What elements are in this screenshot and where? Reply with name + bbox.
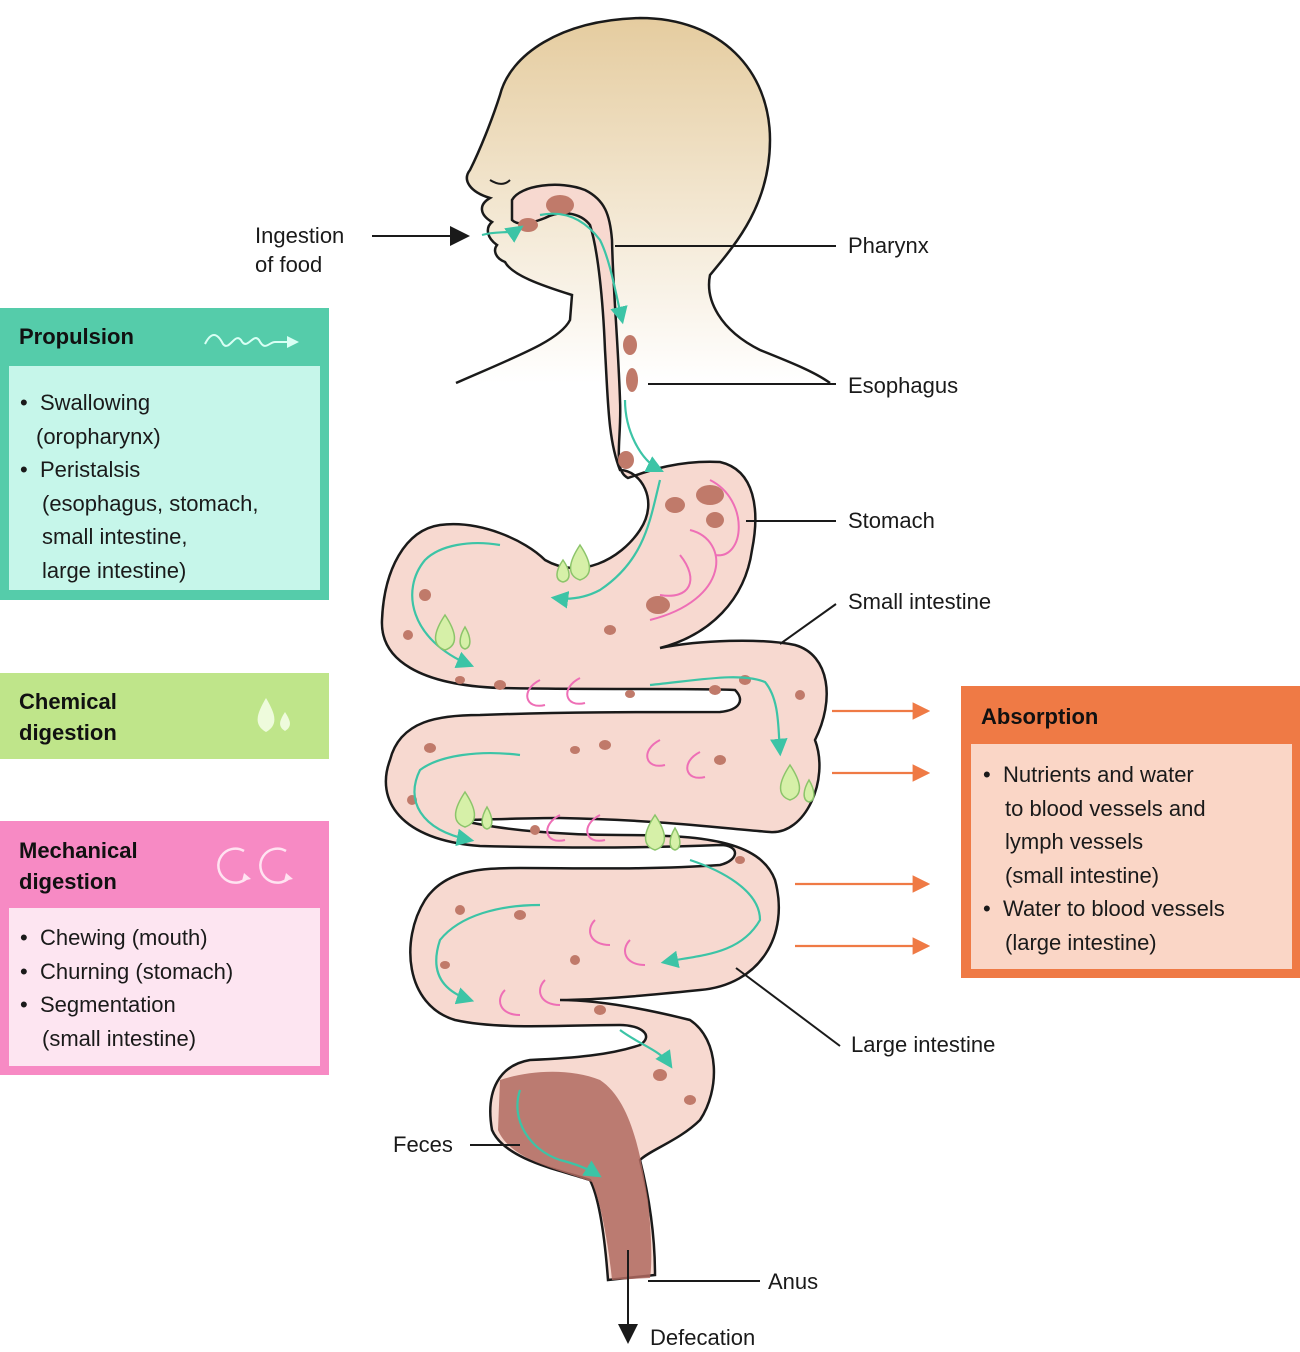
mechanical-digestion-title: Mechanical digestion (19, 838, 138, 894)
list-item: Water to blood vessels (large intestine) (981, 892, 1286, 959)
food-particles (403, 195, 805, 1105)
mechanical-digestion-body: Chewing (mouth) Churning (stomach) Segme… (9, 908, 320, 1066)
list-item: Nutrients and water to blood vessels and… (981, 758, 1286, 892)
esophagus-label: Esophagus (848, 373, 959, 398)
list-item: Peristalsis (esophagus, stomach, small i… (18, 453, 312, 587)
pharynx-label: Pharynx (848, 233, 929, 258)
list-item: Chewing (mouth) (18, 921, 312, 955)
large-intestine-label: Large intestine (851, 1032, 996, 1057)
ingestion-label: Ingestion of food (255, 223, 345, 277)
propulsion-title: Propulsion (19, 324, 134, 349)
gi-tract (380, 183, 828, 1282)
list-item: Swallowing (oropharynx) (18, 386, 312, 453)
stomach-label: Stomach (848, 508, 935, 533)
anus-label: Anus (768, 1269, 819, 1294)
propulsion-panel: Propulsion Swallowing (oropharynx) Peris… (0, 308, 329, 600)
droplets-icon (257, 698, 290, 732)
wave-arrow-icon (204, 334, 299, 348)
chemical-digestion-panel: Chemical digestion (0, 673, 329, 759)
propulsion-body: Swallowing (oropharynx) Peristalsis (eso… (9, 366, 320, 590)
mechanical-digestion-panel: Mechanical digestion Chewing (mouth) Chu… (0, 821, 329, 1075)
defecation-label: Defecation (650, 1325, 756, 1350)
propulsion-list: Swallowing (oropharynx) Peristalsis (eso… (18, 386, 312, 587)
feces-label: Feces (393, 1132, 453, 1157)
absorption-title: Absorption (981, 704, 1099, 729)
absorption-arrows (795, 702, 931, 955)
circular-arrows-icon (217, 847, 293, 884)
mechanical-list: Chewing (mouth) Churning (stomach) Segme… (18, 921, 312, 1055)
mixing-arrows (499, 479, 740, 1016)
enzyme-droplets (434, 543, 815, 851)
absorption-panel: Absorption Nutrients and water to blood … (961, 686, 1300, 978)
leader-lines (372, 226, 841, 1344)
head-silhouette (455, 16, 831, 385)
chemical-digestion-title: Chemical digestion (19, 689, 117, 745)
small-intestine-label: Small intestine (848, 589, 992, 614)
absorption-body: Nutrients and water to blood vessels and… (971, 744, 1292, 969)
list-item: Churning (stomach) (18, 955, 312, 989)
list-item: Segmentation (small intestine) (18, 988, 312, 1055)
peristalsis-arrows (411, 212, 788, 1178)
absorption-list: Nutrients and water to blood vessels and… (981, 758, 1286, 959)
